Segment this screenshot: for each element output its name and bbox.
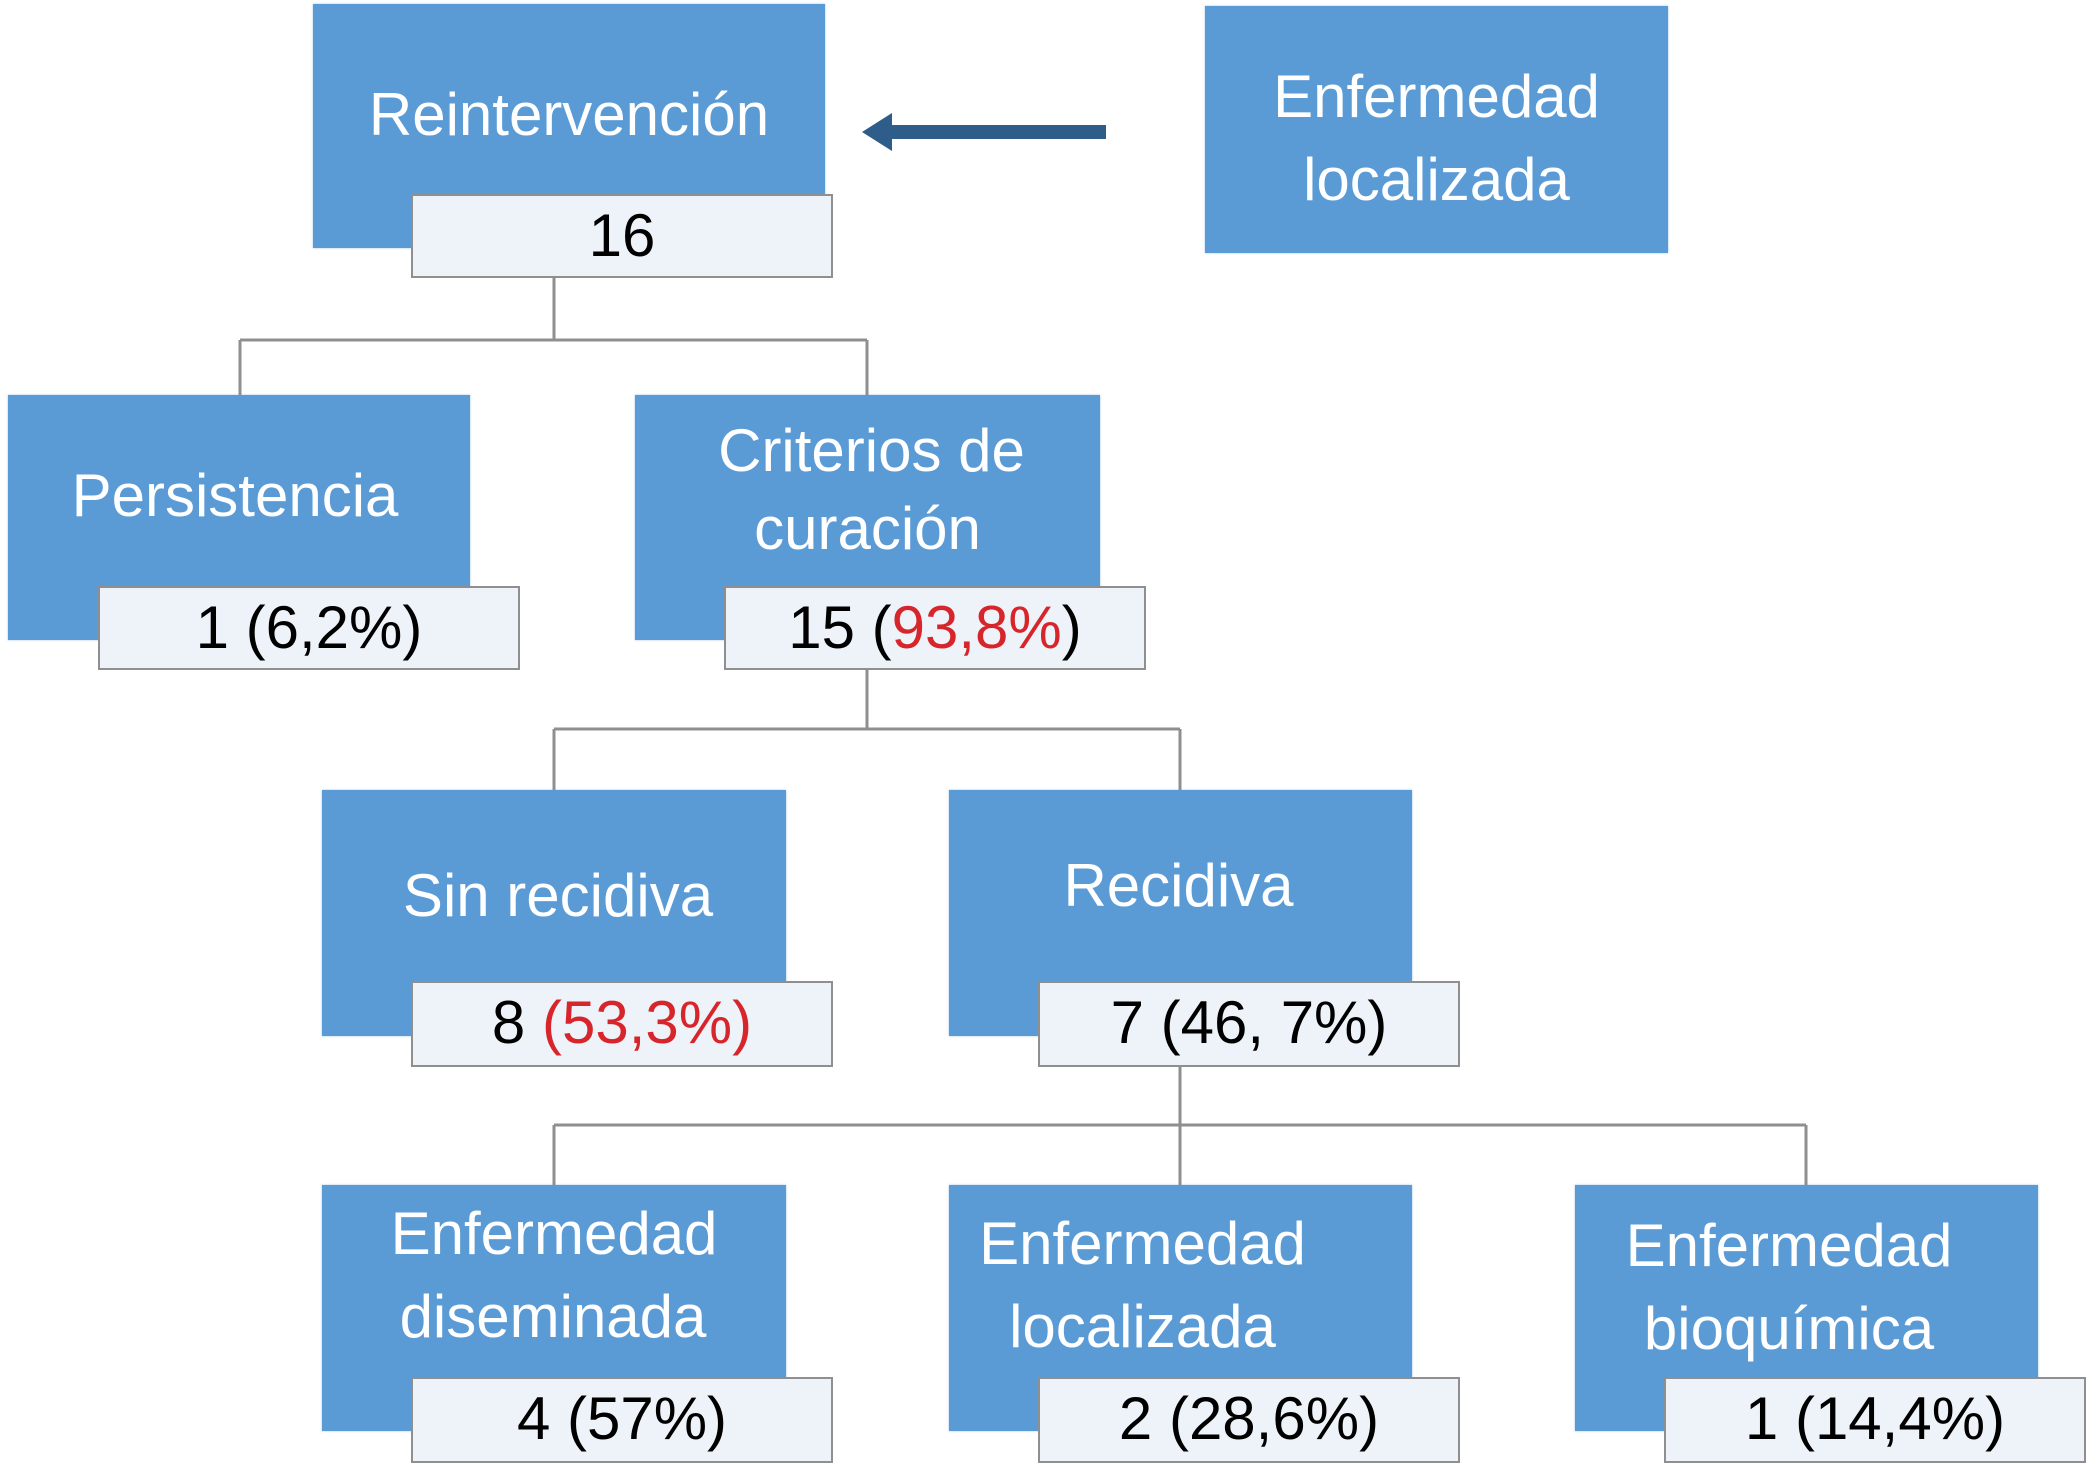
node-bioquimica-count: 1 (14,4%) bbox=[1664, 1377, 2086, 1463]
node-criterios-label-line2: curación bbox=[754, 495, 981, 562]
node-sin-recidiva-count-n: 8 bbox=[491, 989, 542, 1056]
node-criterios-label-line1: Criterios de bbox=[718, 417, 1025, 484]
node-reintervencion-label: Reintervención bbox=[368, 81, 770, 148]
node-sin-recidiva-count-pct: (53,3%) bbox=[541, 989, 753, 1056]
node-criterios-count-pct: 93,8% bbox=[891, 594, 1062, 661]
left-arrow-icon bbox=[862, 113, 1106, 151]
node-sin-recidiva-count: 8 (53,3%) bbox=[411, 981, 833, 1067]
node-localizada-label-line2: localizada bbox=[1009, 1293, 1276, 1360]
node-localizada-label-line1: Enfermedad bbox=[979, 1210, 1306, 1277]
node-recidiva-count: 7 (46, 7%) bbox=[1038, 981, 1460, 1067]
node-diseminada-label-line1: Enfermedad bbox=[390, 1200, 718, 1267]
node-sin-recidiva-label: Sin recidiva bbox=[402, 862, 714, 929]
node-reintervencion-count: 16 bbox=[411, 194, 833, 278]
node-persistencia-label: Persistencia bbox=[71, 462, 399, 529]
node-bioquimica-label-line2: bioquímica bbox=[1643, 1295, 1935, 1362]
legend-enfermedad-localizada: Enfermedad localizada bbox=[1205, 6, 1668, 253]
node-criterios-count: 15 (93,8%) bbox=[724, 586, 1146, 670]
node-criterios-count-n: 15 ( bbox=[788, 594, 892, 661]
node-criterios-count-close: ) bbox=[1061, 594, 1082, 661]
node-diseminada-label-line2: diseminada bbox=[399, 1283, 707, 1350]
legend-label-line2: localizada bbox=[1303, 146, 1570, 213]
node-bioquimica-label-line1: Enfermedad bbox=[1625, 1212, 1953, 1279]
node-persistencia-count: 1 (6,2%) bbox=[98, 586, 520, 670]
node-localizada-count: 2 (28,6%) bbox=[1038, 1377, 1460, 1463]
node-diseminada-count: 4 (57%) bbox=[411, 1377, 833, 1463]
legend-label-line1: Enfermedad bbox=[1273, 63, 1600, 130]
node-recidiva-label: Recidiva bbox=[1063, 852, 1294, 919]
